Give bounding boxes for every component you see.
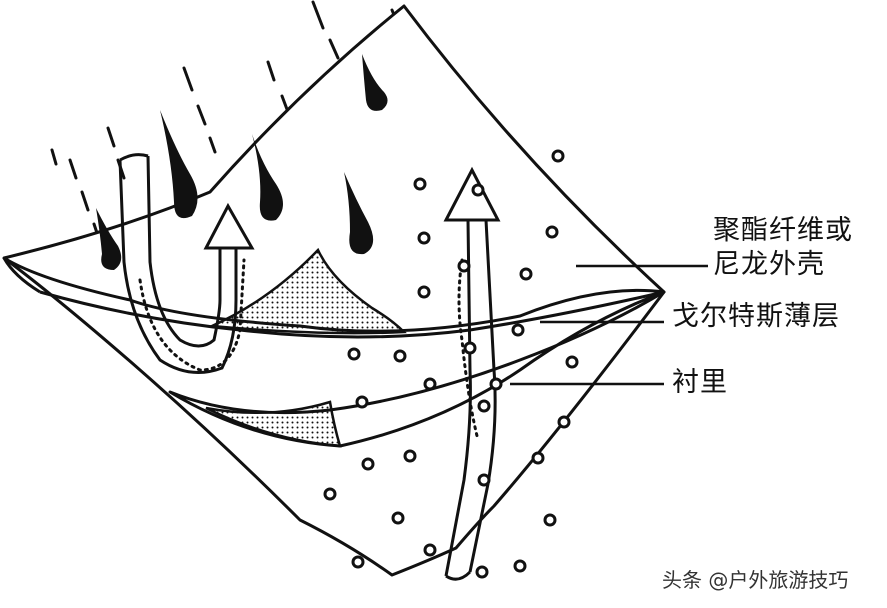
vapor-molecules [323,149,579,579]
membrane-edge-line [39,290,665,339]
membrane-peak-dotted [207,247,407,335]
bottom-fabric-sheet [3,256,666,577]
outer-shell-layer [2,4,666,333]
watermark: 头条 @户外旅游技巧 [662,568,849,592]
leader-lines [510,264,708,386]
outer-shell-label: 聚酯纤维或 尼龙外壳 [713,214,885,282]
membrane-label: 戈尔特斯薄层 [672,301,840,332]
membrane-fold-dotted [205,400,342,448]
vapor-dotted-trails [138,258,480,442]
lining-label: 衬里 [672,367,728,398]
raindrops [96,54,388,270]
vapor-return-path [118,153,255,374]
outer-shell-label-line1: 聚酯纤维或 [713,215,853,246]
outer-shell-label-line2: 尼龙外壳 [713,249,825,280]
